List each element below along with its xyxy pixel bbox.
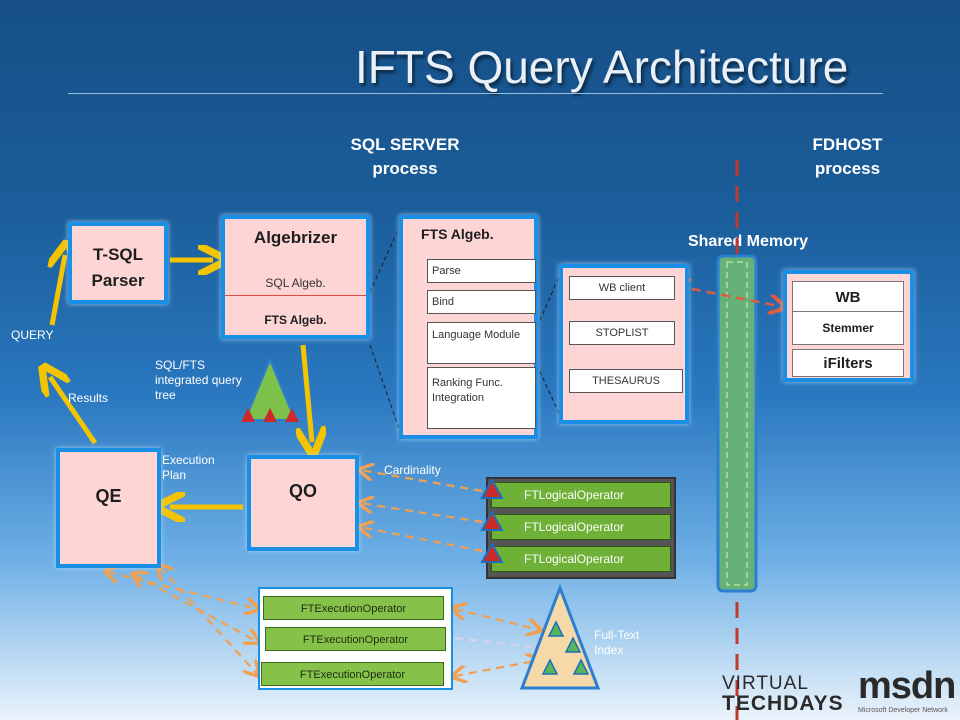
ifilters-frame: iFilters <box>792 349 904 377</box>
wb-label: WB <box>835 289 861 306</box>
full-text-index-label: Full-Text Index <box>594 628 640 657</box>
logical-operator: FTLogicalOperator <box>491 482 671 508</box>
wb-client-box: WB client STOPLIST THESAURUS <box>559 264 689 424</box>
full-text-index-icon <box>519 583 601 690</box>
query-tree-icon <box>241 357 299 422</box>
fdhost-box: WB Stemmer iFilters <box>783 270 914 382</box>
tsql-parser-label: T-SQL Parser <box>91 245 145 290</box>
stemmer-label: Stemmer <box>822 321 874 335</box>
msdn-subtext: Microsoft Developer Network <box>858 707 948 714</box>
virtual-text: VIRTUAL <box>722 673 809 694</box>
wb-client-item: WB client <box>569 276 675 300</box>
shared-memory-bar <box>716 254 758 593</box>
fts-algeb-title: FTS Algeb. <box>421 226 494 242</box>
execution-plan-label: Execution Plan <box>162 453 215 482</box>
qo-label: QO <box>288 481 317 501</box>
execution-operator: FTExecutionOperator <box>265 627 446 651</box>
algebrizer-to-qo-arrow <box>303 344 312 442</box>
sql-algeb-label: SQL Algeb. <box>265 276 326 290</box>
logical-operator: FTLogicalOperator <box>491 514 671 540</box>
thesaurus-item: THESAURUS <box>569 369 683 393</box>
results-label: Results <box>68 391 109 405</box>
page-title: IFTS Query Architecture <box>355 41 849 93</box>
execution-operator-stack: FTExecutionOperator FTExecutionOperator … <box>258 587 453 690</box>
algebrizer-title: Algebrizer <box>253 228 338 247</box>
msdn-text: msdn <box>858 665 956 707</box>
query-arrow <box>52 255 65 326</box>
shared-memory-label: Shared Memory <box>687 233 809 250</box>
fts-algeb-box: FTS Algeb. Parse Bind Language Module Ra… <box>399 215 538 439</box>
qe-label: QE <box>95 486 122 506</box>
bind-step: Bind <box>427 290 536 314</box>
ifilters-label: iFilters <box>823 355 873 372</box>
logical-operator-stack: FTLogicalOperator FTLogicalOperator FTLo… <box>486 477 676 579</box>
algebrizer-box: Algebrizer SQL Algeb. FTS Algeb. <box>221 215 370 339</box>
wb-frame: WB Stemmer <box>792 281 904 345</box>
query-label: QUERY <box>11 328 54 342</box>
cardinality-label: Cardinality <box>384 463 441 477</box>
query-tree-label: SQL/FTS integrated query tree <box>155 358 242 402</box>
qe-box: QE <box>56 448 161 568</box>
tsql-parser-box: T-SQL Parser <box>68 222 168 304</box>
language-module-step: Language Module <box>427 322 536 364</box>
title-divider <box>68 93 883 94</box>
wb-client-to-wb-arrow <box>677 286 784 307</box>
qo-box: QO <box>247 455 359 551</box>
sql-server-process-label: SQL SERVER process <box>350 135 460 178</box>
algebrizer-divider <box>225 295 366 296</box>
ranking-func-step: Ranking Func. Integration <box>427 367 536 429</box>
parse-step: Parse <box>427 259 536 283</box>
virtual-techdays-logo: VIRTUAL TECHDAYS <box>722 674 852 718</box>
execution-operator: FTExecutionOperator <box>261 662 444 686</box>
msdn-logo: msdn Microsoft Developer Network <box>858 666 958 718</box>
logical-operator: FTLogicalOperator <box>491 546 671 572</box>
logical-operator-triangles <box>480 478 504 563</box>
techdays-text: TECHDAYS <box>722 692 844 715</box>
results-arrow <box>50 377 98 445</box>
stoplist-item: STOPLIST <box>569 321 675 345</box>
fts-algeb-label: FTS Algeb. <box>264 313 327 327</box>
execution-operator: FTExecutionOperator <box>263 596 444 620</box>
fdhost-process-label: FDHOST process <box>812 135 883 178</box>
